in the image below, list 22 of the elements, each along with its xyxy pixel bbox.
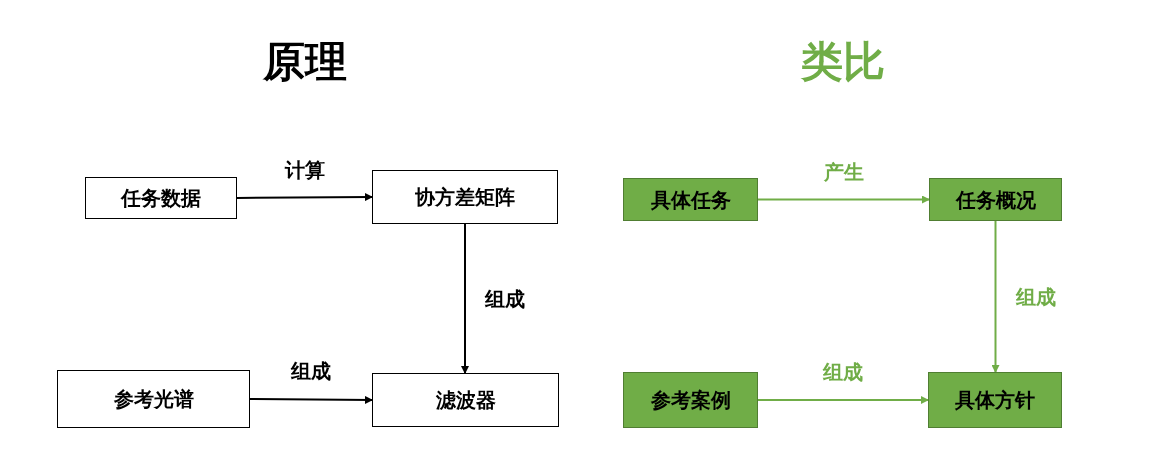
arrow	[991, 220, 1000, 373]
arrow	[236, 193, 373, 202]
edge-label: 计算	[284, 157, 325, 184]
process-box: 具体方针	[928, 372, 1062, 428]
process-box: 参考案例	[623, 372, 758, 428]
edge-label: 组成	[485, 285, 525, 313]
arrow	[461, 223, 469, 374]
process-box: 滤波器	[372, 373, 559, 427]
process-box: 任务数据	[85, 177, 237, 219]
arrow	[757, 195, 930, 204]
edge-label: 组成	[1015, 283, 1056, 311]
arrow	[249, 395, 373, 404]
edge-label: 组成	[823, 359, 863, 386]
process-box: 协方差矩阵	[372, 170, 558, 224]
process-box: 参考光谱	[57, 370, 250, 428]
process-box: 任务概况	[929, 178, 1062, 221]
section-title: 原理	[263, 36, 347, 88]
arrow	[757, 396, 929, 404]
edge-label: 产生	[823, 158, 864, 186]
process-box: 具体任务	[623, 178, 758, 221]
section-title: 类比	[801, 36, 885, 88]
edge-label: 组成	[291, 358, 331, 385]
